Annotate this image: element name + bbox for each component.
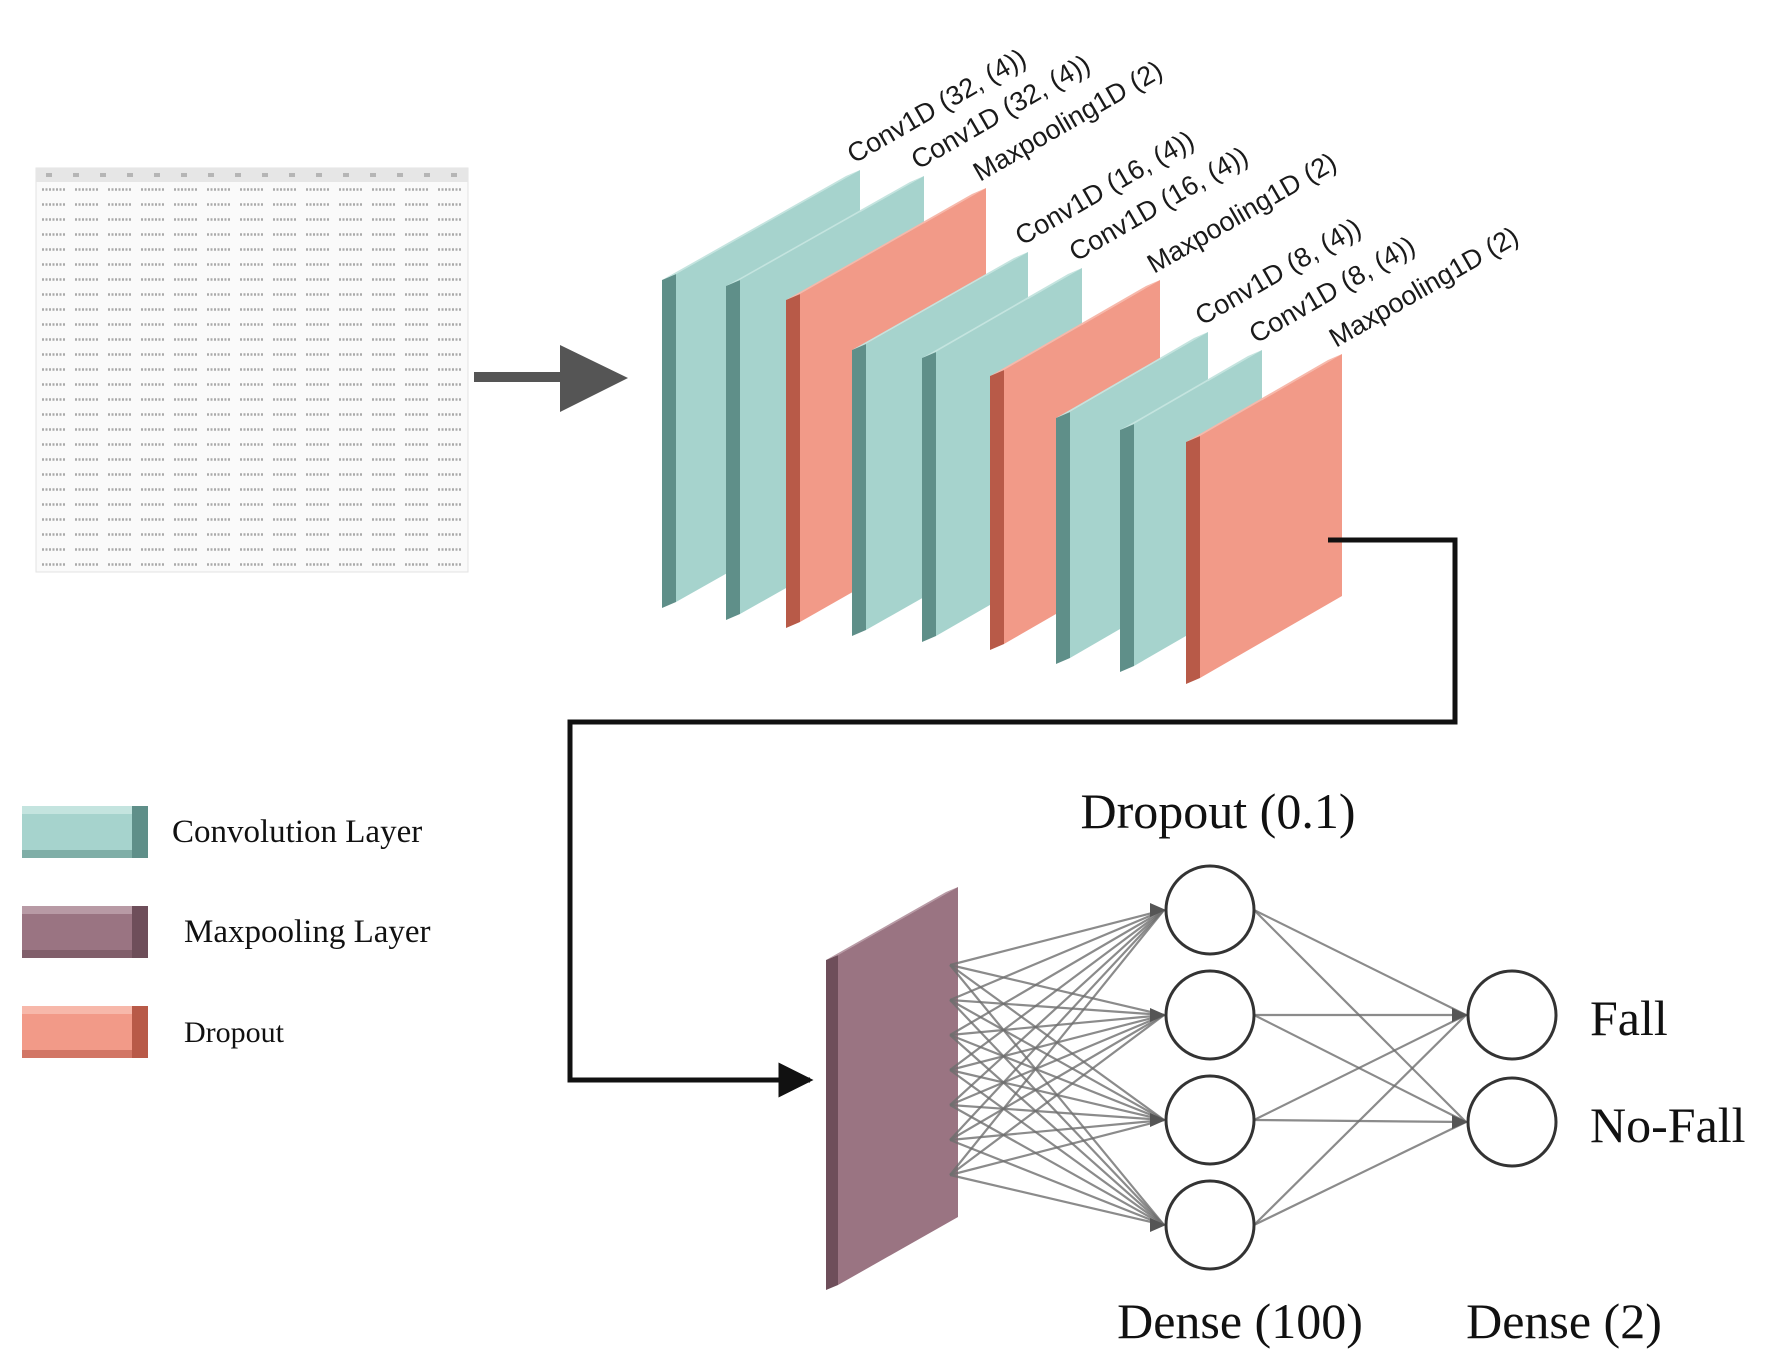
hidden-node-4	[1164, 1179, 1256, 1271]
dense-network	[949, 864, 1558, 1271]
legend-item-conv: Convolution Layer	[22, 806, 422, 858]
output-label-fall: Fall	[1590, 990, 1668, 1046]
output-node-2	[1466, 1076, 1558, 1168]
layer-dropout-9	[1186, 354, 1342, 684]
dense-2-label: Dense (2)	[1466, 1293, 1662, 1349]
output-label-no-fall: No-Fall	[1590, 1097, 1746, 1153]
input-arrow-icon	[474, 345, 628, 412]
legend-label-conv: Convolution Layer	[172, 814, 422, 850]
stack-to-dense-connector	[567, 537, 1458, 1098]
hidden-node-2	[1164, 969, 1256, 1061]
layer-stack: Conv1D (32, (4))Conv1D (32, (4))Maxpooli…	[662, 43, 1524, 684]
input-data-table	[35, 167, 469, 573]
legend-swatch-conv	[22, 806, 148, 858]
output-node-1	[1466, 969, 1558, 1061]
legend-swatch-maxpool	[22, 906, 148, 958]
hidden-node-3	[1164, 1074, 1256, 1166]
legend-item-dropout: Dropout	[22, 1006, 285, 1058]
dropout-label: Dropout (0.1)	[1081, 783, 1356, 839]
legend-label-dropout: Dropout	[184, 1016, 285, 1049]
legend-item-maxpool: Maxpooling Layer	[22, 906, 431, 958]
dense-100-label: Dense (100)	[1117, 1293, 1363, 1349]
legend-swatch-dropout	[22, 1006, 148, 1058]
hidden-node-1	[1164, 864, 1256, 956]
network-edges	[949, 903, 1468, 1232]
maxpool-slab	[826, 887, 958, 1290]
legend-label-maxpool: Maxpooling Layer	[184, 914, 431, 950]
